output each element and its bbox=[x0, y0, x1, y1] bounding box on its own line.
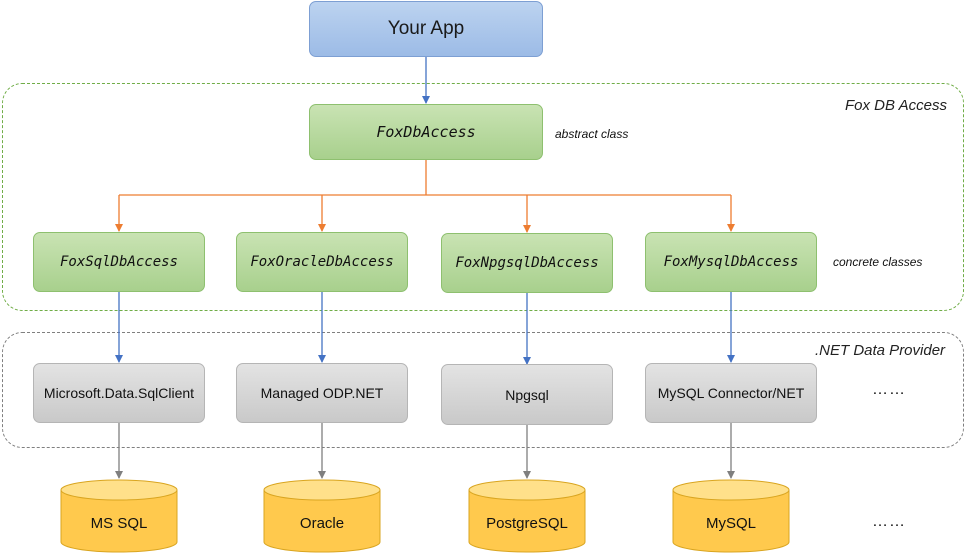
db-cylinder-postgresql bbox=[468, 479, 586, 553]
db-cylinder-mssql bbox=[60, 479, 178, 553]
db-label-mssql: MS SQL bbox=[90, 515, 148, 532]
net-data-provider-title: .NET Data Provider bbox=[815, 342, 946, 359]
providers-more-ellipsis: …… bbox=[872, 381, 906, 398]
fox-npgsql-db-access-box: FoxNpgsqlDbAccess bbox=[441, 233, 613, 293]
database-arrows bbox=[115, 423, 735, 479]
provider-odp-net-box: Managed ODP.NET bbox=[236, 363, 408, 423]
net-data-provider-region bbox=[2, 332, 964, 448]
databases-more-ellipsis: …… bbox=[872, 513, 906, 530]
provider-sqlclient-box: Microsoft.Data.SqlClient bbox=[33, 363, 205, 423]
provider-npgsql-box: Npgsql bbox=[441, 364, 613, 425]
provider-arrows bbox=[115, 292, 735, 365]
db-cylinder-mysql bbox=[672, 479, 790, 553]
fox-oracle-db-access-box: FoxOracleDbAccess bbox=[236, 232, 408, 292]
abstract-class-note: abstract class bbox=[555, 127, 629, 141]
fox-db-access-title: Fox DB Access bbox=[845, 97, 947, 114]
your-app-box: Your App bbox=[309, 1, 543, 57]
concrete-classes-note: concrete classes bbox=[833, 255, 923, 269]
provider-mysql-connector-box: MySQL Connector/NET bbox=[645, 363, 817, 423]
db-label-oracle: Oracle bbox=[299, 515, 345, 532]
fox-db-access-region bbox=[2, 83, 964, 311]
db-label-mysql: MySQL bbox=[705, 515, 756, 532]
db-label-postgresql: PostgreSQL bbox=[486, 515, 568, 532]
fox-sql-db-access-box: FoxSqlDbAccess bbox=[33, 232, 205, 292]
db-cylinder-oracle bbox=[263, 479, 381, 553]
fox-db-access-abstract-box: FoxDbAccess bbox=[309, 104, 543, 160]
inheritance-arrows bbox=[115, 160, 735, 233]
fox-mysql-db-access-box: FoxMysqlDbAccess bbox=[645, 232, 817, 292]
